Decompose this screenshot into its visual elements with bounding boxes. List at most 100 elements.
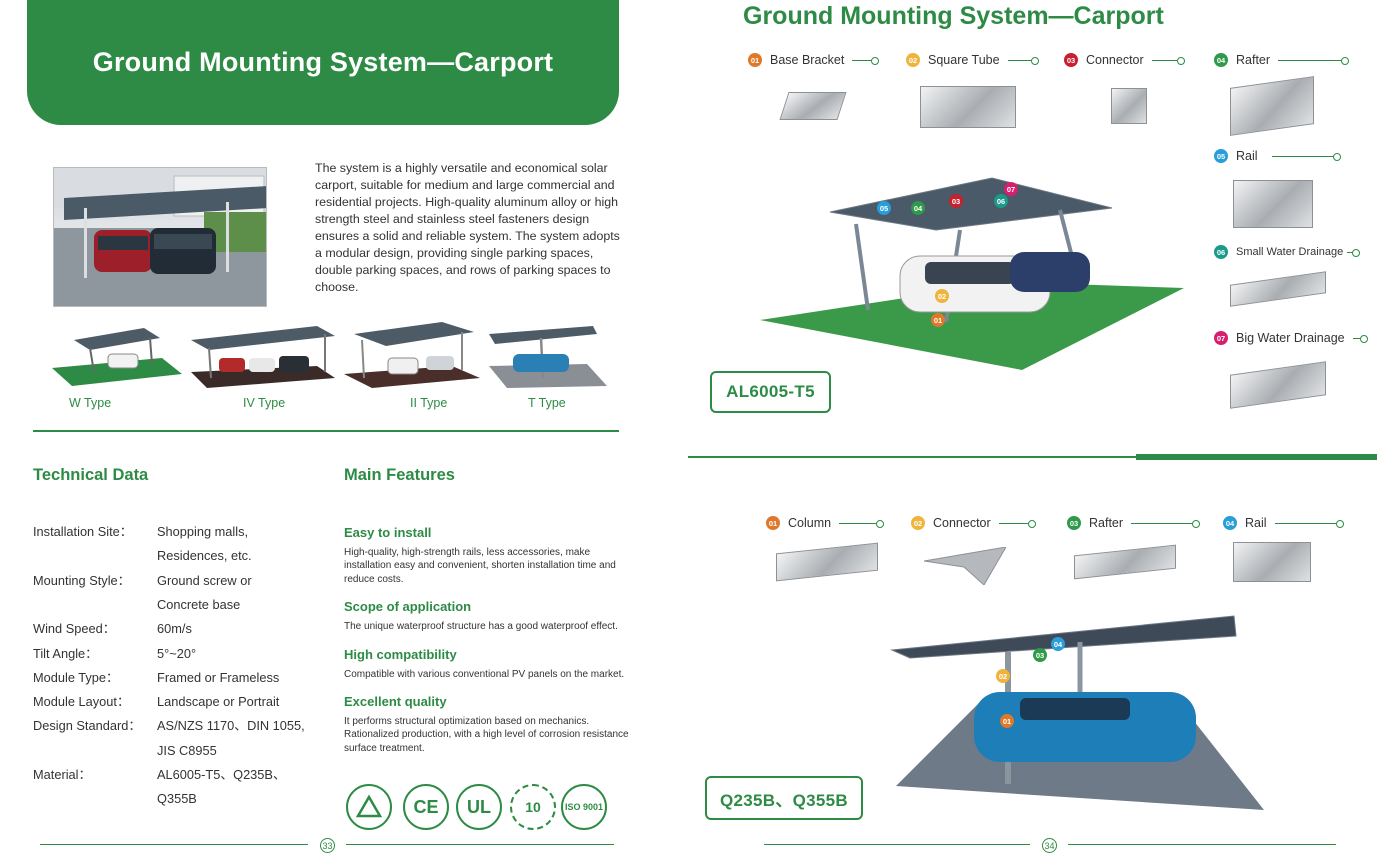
part-connector-steel: 02 Connector <box>911 516 1036 530</box>
callout-small-drainage: 06 <box>994 194 1008 208</box>
callout-steel-rafter: 03 <box>1033 648 1047 662</box>
technical-row: Installation Site：Shopping malls,Residen… <box>33 520 252 569</box>
leader-line <box>1274 519 1344 528</box>
t-type-label: T Type <box>528 396 566 410</box>
t-type-image <box>487 320 609 390</box>
technical-row: Module Layout：Landscape or Portrait <box>33 690 279 714</box>
big-water-drainage-image <box>1230 361 1326 409</box>
feature-title: Easy to install <box>344 525 432 540</box>
part-number-badge: 06 <box>1214 245 1228 259</box>
ii-type-label: II Type <box>410 396 448 410</box>
technical-row: Mounting Style： Ground screw or Concrete b… <box>33 569 252 618</box>
technical-value-line: Residences, etc. <box>157 548 252 564</box>
feature-compatibility: High compatibility Compatible with vario… <box>344 647 634 681</box>
part-number-badge: 04 <box>1214 53 1228 67</box>
technical-value-line: Q355B <box>157 791 197 807</box>
rail-image <box>1233 180 1313 228</box>
feature-title: High compatibility <box>344 647 457 662</box>
column-image <box>776 542 878 582</box>
technical-row: Module Type： Framed or Frameless <box>33 666 279 690</box>
right-footer-line-2 <box>1068 844 1336 845</box>
aluminum-carport-render <box>760 172 1190 372</box>
callout-square-tube: 02 <box>935 289 949 303</box>
left-divider <box>33 430 619 432</box>
technical-value-line: Concrete base <box>157 596 241 612</box>
part-number-badge: 02 <box>906 53 920 67</box>
part-number-badge: 03 <box>1067 516 1081 530</box>
part-name: Base Bracket <box>770 53 845 67</box>
square-tube-image <box>920 86 1016 128</box>
page-number-left: 33 <box>320 838 335 853</box>
technical-row: Tilt Angle： 5°~20° <box>33 642 196 666</box>
rafter-image <box>1230 76 1314 136</box>
w-type-image <box>50 320 184 390</box>
leader-line <box>839 519 885 528</box>
feature-text: It performs structural optimization base… <box>344 716 629 754</box>
steel-carport-render <box>890 612 1268 812</box>
part-name: Square Tube <box>928 53 1000 67</box>
technical-key: Material： <box>33 767 92 782</box>
steel-rail-image <box>1233 542 1311 582</box>
iv-type-label: IV Type <box>243 396 286 410</box>
leader-line <box>852 56 880 65</box>
iv-type-image <box>189 320 339 390</box>
callout-steel-connector: 02 <box>996 669 1010 683</box>
technical-key: Design Standard： <box>33 718 142 734</box>
callout-connector: 03 <box>949 194 963 208</box>
part-rail: 05 Rail <box>1214 149 1341 163</box>
technical-row: Design Standard： AS/NZS 1170、DIN 1055,JIS… <box>33 714 305 763</box>
part-name: Rail <box>1245 516 1267 530</box>
technical-value-line: 5°~20° <box>157 645 197 661</box>
part-rafter-steel: 03 Rafter <box>1067 516 1201 530</box>
part-name: Column <box>788 516 832 530</box>
carport-photo <box>53 167 267 307</box>
leader-line <box>1131 519 1201 528</box>
technical-value-line: AS/NZS 1170、DIN 1055, <box>157 718 305 734</box>
part-name: Connector <box>933 516 991 530</box>
part-base-bracket: 01 Base Bracket <box>748 53 880 67</box>
leader-line <box>1007 56 1039 65</box>
part-column: 01 Column <box>766 516 885 530</box>
technical-value: Ground screw or Concrete base <box>157 569 252 618</box>
small-water-drainage-image <box>1230 271 1326 307</box>
steel-rafter-image <box>1074 544 1176 580</box>
part-square-tube: 02 Square Tube <box>906 53 1039 67</box>
technical-value-line: Framed or Frameless <box>157 669 280 685</box>
leader-line <box>1278 56 1350 65</box>
part-number-badge: 03 <box>1064 53 1078 67</box>
main-features-heading: Main Features <box>344 466 455 484</box>
page-number-right: 34 <box>1042 838 1057 853</box>
part-name: Rafter <box>1089 516 1124 530</box>
part-connector: 03 Connector <box>1064 53 1185 67</box>
technical-key: Module Layout： <box>33 694 130 710</box>
part-number-badge: 04 <box>1223 516 1237 530</box>
part-name: Rafter <box>1236 53 1271 67</box>
feature-title: Scope of application <box>344 599 472 614</box>
right-divider-thick <box>1136 454 1377 460</box>
technical-key: Mounting Style： <box>33 572 131 588</box>
technical-value-line: Ground screw or <box>157 572 252 588</box>
steel-connector-image <box>923 546 1007 586</box>
technical-data-heading: Technical Data <box>33 466 149 484</box>
part-name: Connector <box>1086 53 1144 67</box>
technical-key: Module Type： <box>33 669 119 685</box>
system-description: The system is a highly versatile and eco… <box>315 161 620 294</box>
w-type-label: W Type <box>69 396 112 410</box>
callout-column: 01 <box>1000 714 1014 728</box>
technical-value: AS/NZS 1170、DIN 1055,JIS C8955 <box>157 714 305 763</box>
material-badge-q235b: Q235B、Q355B <box>705 776 863 820</box>
leader-line <box>998 519 1036 528</box>
part-rafter: 04 Rafter <box>1214 53 1350 67</box>
feature-text: High-quality, high-strength rails, less … <box>344 547 616 585</box>
part-small-water-drainage: 06 Small Water Drainage <box>1214 245 1361 259</box>
callout-base-bracket: 01 <box>931 313 945 327</box>
part-number-badge: 01 <box>766 516 780 530</box>
technical-value: Framed or Frameless <box>157 666 279 690</box>
technical-key: Tilt Angle： <box>33 645 98 661</box>
leader-line <box>1271 152 1341 161</box>
tuv-cert-icon <box>346 784 392 830</box>
technical-row: Wind Speed：60m/s <box>33 617 192 641</box>
part-name: Small Water Drainage <box>1236 246 1344 258</box>
callout-steel-rail: 04 <box>1051 637 1065 651</box>
part-number-badge: 07 <box>1214 331 1228 345</box>
